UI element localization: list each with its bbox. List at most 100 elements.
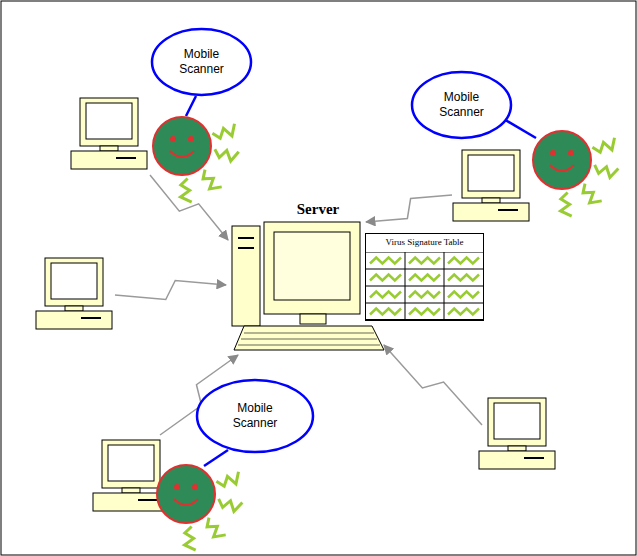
scanner-ray: [216, 472, 238, 486]
monitor: [488, 398, 546, 446]
mobile-scanner-agent: [153, 117, 239, 202]
scanner-ray: [561, 193, 572, 217]
drive-slot: [116, 157, 136, 159]
client-computer: [453, 150, 529, 221]
bubble-text: Mobile Scanner: [431, 90, 493, 120]
signature-entry: [448, 292, 479, 298]
grid-line: [366, 269, 483, 270]
signature-entry: [370, 309, 401, 315]
drive-slot: [138, 499, 158, 501]
signature-entry: [409, 275, 440, 281]
signature-entry: [448, 258, 479, 264]
signature-entry: [409, 309, 440, 315]
signature-entry: [370, 275, 401, 281]
network-link: [384, 345, 482, 425]
screen: [494, 403, 540, 439]
scanner-face: [157, 465, 215, 523]
signature-entry: [409, 258, 440, 264]
stand: [482, 198, 500, 203]
scanner-ray: [207, 518, 226, 537]
scanner-ray: [215, 149, 239, 161]
scanner-ray: [203, 170, 222, 189]
client-computer: [71, 98, 147, 169]
grid-line: [366, 286, 483, 287]
screen: [86, 103, 132, 139]
signature-entry: [370, 258, 401, 264]
scanner-ray: [212, 124, 234, 138]
bubble-tail: [204, 450, 228, 466]
client-computer: [479, 398, 555, 469]
bubble-ellipse: [152, 29, 251, 95]
eye: [170, 136, 176, 142]
stand: [65, 306, 83, 311]
monitor: [102, 440, 160, 488]
scanner-face: [153, 117, 211, 175]
server-monitor: [264, 222, 360, 314]
mobile-scanner-agent: [533, 131, 618, 216]
scanner-ray: [592, 138, 614, 152]
scanner-ray: [583, 184, 602, 203]
scanner-ray: [595, 165, 619, 178]
scanner-ray: [219, 499, 243, 512]
monitor: [80, 98, 138, 146]
smile: [174, 499, 198, 505]
speech-bubble: Mobile Scanner: [195, 378, 315, 454]
eye: [174, 484, 180, 490]
table-grid: [366, 252, 483, 320]
server-tower: [232, 226, 260, 326]
drive-slot: [498, 209, 518, 211]
network-link: [366, 195, 452, 222]
signature-entry: [448, 275, 479, 281]
network-link: [150, 175, 228, 240]
bubble-tail: [186, 96, 196, 116]
signature-entry: [370, 292, 401, 298]
drive-slot: [238, 247, 254, 249]
client-computer: [36, 258, 112, 329]
drive-slot: [524, 457, 544, 459]
network-link: [115, 281, 226, 300]
key-row: [238, 345, 380, 346]
node-label: Server: [277, 200, 339, 218]
eye: [568, 150, 574, 156]
table-title: Virus Signature Table: [366, 234, 483, 248]
bubble-ellipse: [197, 380, 313, 452]
grid-line: [366, 319, 483, 320]
scanner-face: [533, 131, 591, 189]
base-unit: [479, 451, 555, 469]
bubble-tail: [502, 118, 536, 138]
key-row: [244, 333, 374, 334]
drive-slot: [238, 237, 254, 239]
stand: [122, 488, 140, 493]
drive-slot: [81, 317, 101, 319]
keyboard: [234, 326, 384, 350]
speech-bubble: Mobile Scanner: [150, 27, 253, 97]
signature-entry: [448, 309, 479, 315]
grid-line: [405, 252, 406, 320]
signature-entry: [409, 292, 440, 298]
bubble-ellipse: [412, 72, 511, 138]
screen: [468, 155, 514, 191]
monitor: [45, 258, 103, 306]
key-row: [241, 339, 377, 340]
bubble-text: Mobile Scanner: [171, 47, 233, 77]
eye: [192, 484, 198, 490]
monitor: [462, 150, 520, 198]
grid-line: [366, 252, 483, 253]
base-unit: [453, 203, 529, 221]
speech-bubble: Mobile Scanner: [410, 70, 513, 140]
grid-line: [366, 303, 483, 304]
server-label: Server: [228, 200, 388, 220]
server-computer: [232, 222, 384, 350]
smile: [550, 165, 574, 171]
grid-line: [444, 252, 445, 320]
bubble-text: Mobile Scanner: [224, 401, 286, 431]
screen: [108, 445, 154, 481]
base-unit: [36, 311, 112, 329]
scanner-ray: [185, 527, 196, 551]
screen: [51, 263, 97, 299]
signature-table: Virus Signature Table: [365, 233, 484, 321]
eye: [188, 136, 194, 142]
